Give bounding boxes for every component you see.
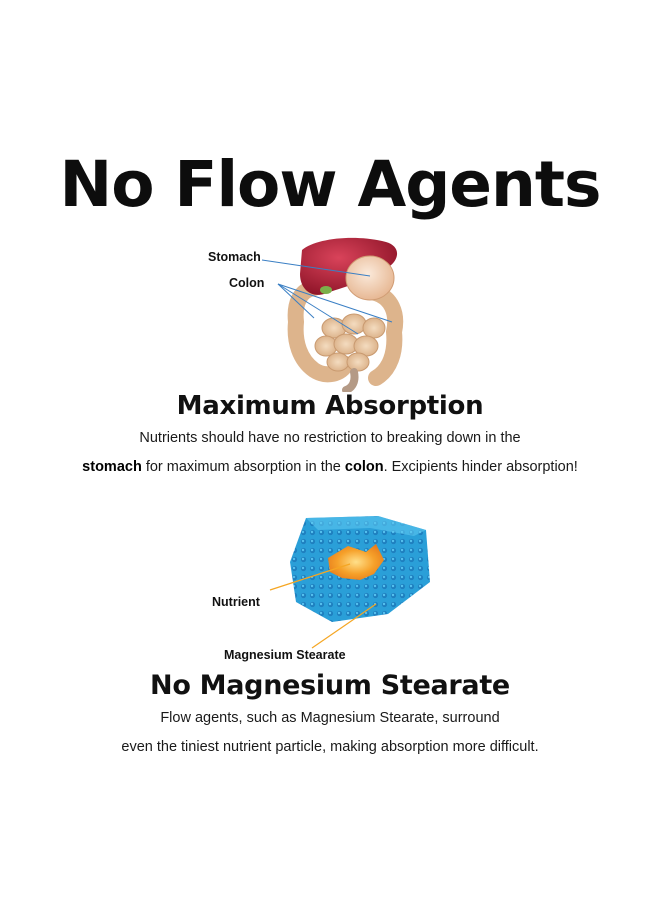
- absorption-line-2-text-a: for maximum absorption in the: [141, 459, 345, 475]
- rectum: [342, 368, 359, 394]
- particle-highlight: [306, 516, 426, 536]
- colon-label: Colon: [229, 276, 265, 290]
- colon-emphasis: colon: [344, 459, 384, 475]
- page-title: No Flow Agents: [59, 148, 601, 221]
- small-intestine: [314, 313, 386, 372]
- no-magnesium-stearate-heading: No Magnesium Stearate: [150, 670, 510, 701]
- absorption-description: Nutrients should have no restriction to …: [0, 424, 660, 482]
- nutrient-label: Nutrient: [212, 595, 260, 609]
- absorption-line-2-text-b: . Excipients hinder absorption!: [383, 459, 578, 475]
- stomach: [345, 255, 395, 301]
- magnesium-stearate-label: Magnesium Stearate: [224, 648, 346, 662]
- nutrient-core: [328, 544, 384, 580]
- stearate-description-line-2: even the tiniest nutrient particle, maki…: [121, 739, 539, 755]
- colon-leader-line-3: [277, 283, 393, 323]
- liver: [300, 237, 398, 295]
- absorption-description-line-2: stomach for maximum absorption in the co…: [0, 453, 660, 482]
- nutrient-particle-illustration: Nutrient Magnesium Stearate: [200, 510, 440, 666]
- gallbladder: [320, 286, 332, 294]
- coated-particle-drawing: [269, 516, 430, 649]
- absorption-description-line-1: Nutrients should have no restriction to …: [139, 430, 521, 446]
- stearate-description: Flow agents, such as Magnesium Stearate,…: [0, 704, 660, 762]
- nutrient-pointer-line: [269, 563, 351, 591]
- stomach-emphasis: stomach: [82, 459, 142, 475]
- colon-leader-line-1: [277, 283, 315, 319]
- colon-leader-line-2: [277, 283, 359, 335]
- colon-descending: [364, 284, 404, 386]
- colon-ascending: [287, 280, 354, 383]
- stearate-pointer-line: [311, 603, 377, 649]
- digestive-organs-drawing: [261, 237, 404, 394]
- stomach-label: Stomach: [208, 250, 261, 264]
- maximum-absorption-heading: Maximum Absorption: [176, 391, 484, 421]
- stearate-description-line-1: Flow agents, such as Magnesium Stearate,…: [160, 710, 500, 726]
- digestive-system-illustration: Stomach Colon: [196, 232, 426, 394]
- stomach-leader-line: [261, 259, 371, 277]
